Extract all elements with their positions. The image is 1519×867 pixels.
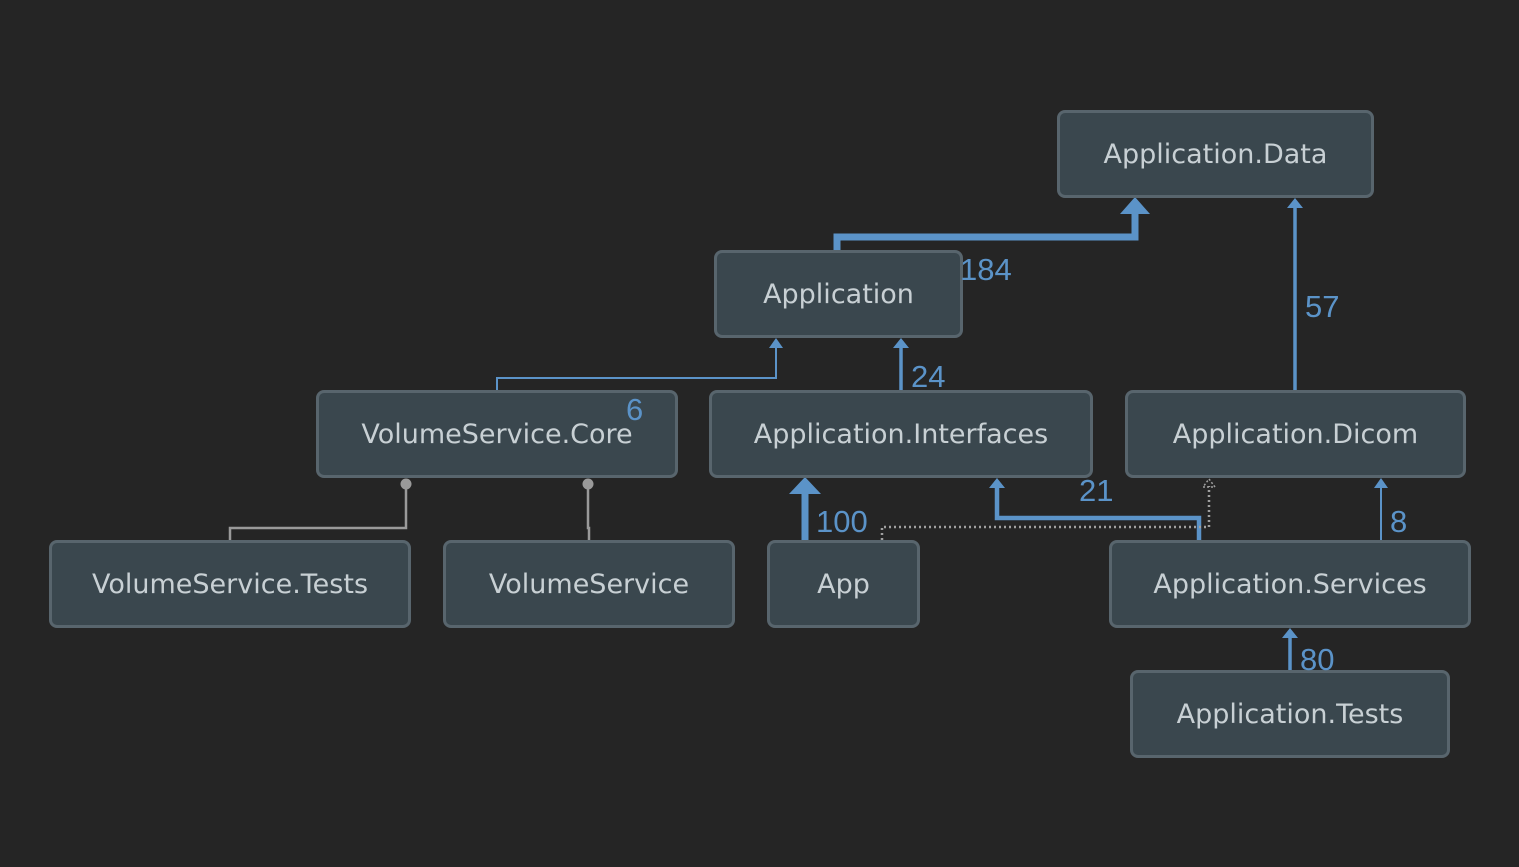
node-application-dicom[interactable]: Application.Dicom (1125, 390, 1466, 478)
edge-interfaces-to-application (893, 338, 909, 390)
arrowhead (1287, 198, 1303, 208)
node-volumeservice-core[interactable]: VolumeService.Core (316, 390, 678, 478)
edge-label-6: 6 (626, 392, 644, 427)
connector-dot (400, 478, 412, 490)
arrowhead (769, 338, 783, 348)
edge-vstests-to-core (228, 478, 412, 540)
node-volumeservice[interactable]: VolumeService (443, 540, 735, 628)
edge-label-21: 21 (1079, 473, 1114, 508)
edge-dicom-to-data (1287, 198, 1303, 390)
edge-label-57: 57 (1305, 289, 1340, 324)
node-application-data[interactable]: Application.Data (1057, 110, 1374, 198)
edge-services-to-dicom (1374, 478, 1388, 540)
arrowhead (1374, 478, 1388, 488)
edge-tests-to-services (1282, 628, 1298, 670)
arrowhead (1201, 477, 1217, 488)
connector-dot (582, 478, 594, 490)
arrowhead (789, 477, 821, 494)
edge-label-80: 80 (1300, 642, 1335, 677)
arrowhead (1120, 197, 1150, 214)
arrowhead (893, 338, 909, 348)
edge-label-24: 24 (911, 359, 946, 394)
arrowhead (989, 478, 1005, 488)
node-app[interactable]: App (767, 540, 920, 628)
edge-label-8: 8 (1390, 504, 1408, 539)
edge-label-100: 100 (816, 504, 868, 539)
node-application[interactable]: Application (714, 250, 963, 338)
node-application-services[interactable]: Application.Services (1109, 540, 1471, 628)
edge-volumeservice-to-core (582, 478, 594, 540)
node-application-interfaces[interactable]: Application.Interfaces (709, 390, 1093, 478)
node-application-tests[interactable]: Application.Tests (1130, 670, 1450, 758)
edge-app-to-dicom-dotted (880, 477, 1217, 540)
edge-core-to-application (496, 338, 783, 390)
node-volumeservice-tests[interactable]: VolumeService.Tests (49, 540, 411, 628)
edge-services-to-interfaces (989, 478, 1202, 540)
edge-app-to-interfaces (789, 477, 821, 540)
arrowhead (1282, 628, 1298, 638)
edge-application-to-data (833, 197, 1150, 250)
edge-label-184: 184 (960, 252, 1012, 287)
